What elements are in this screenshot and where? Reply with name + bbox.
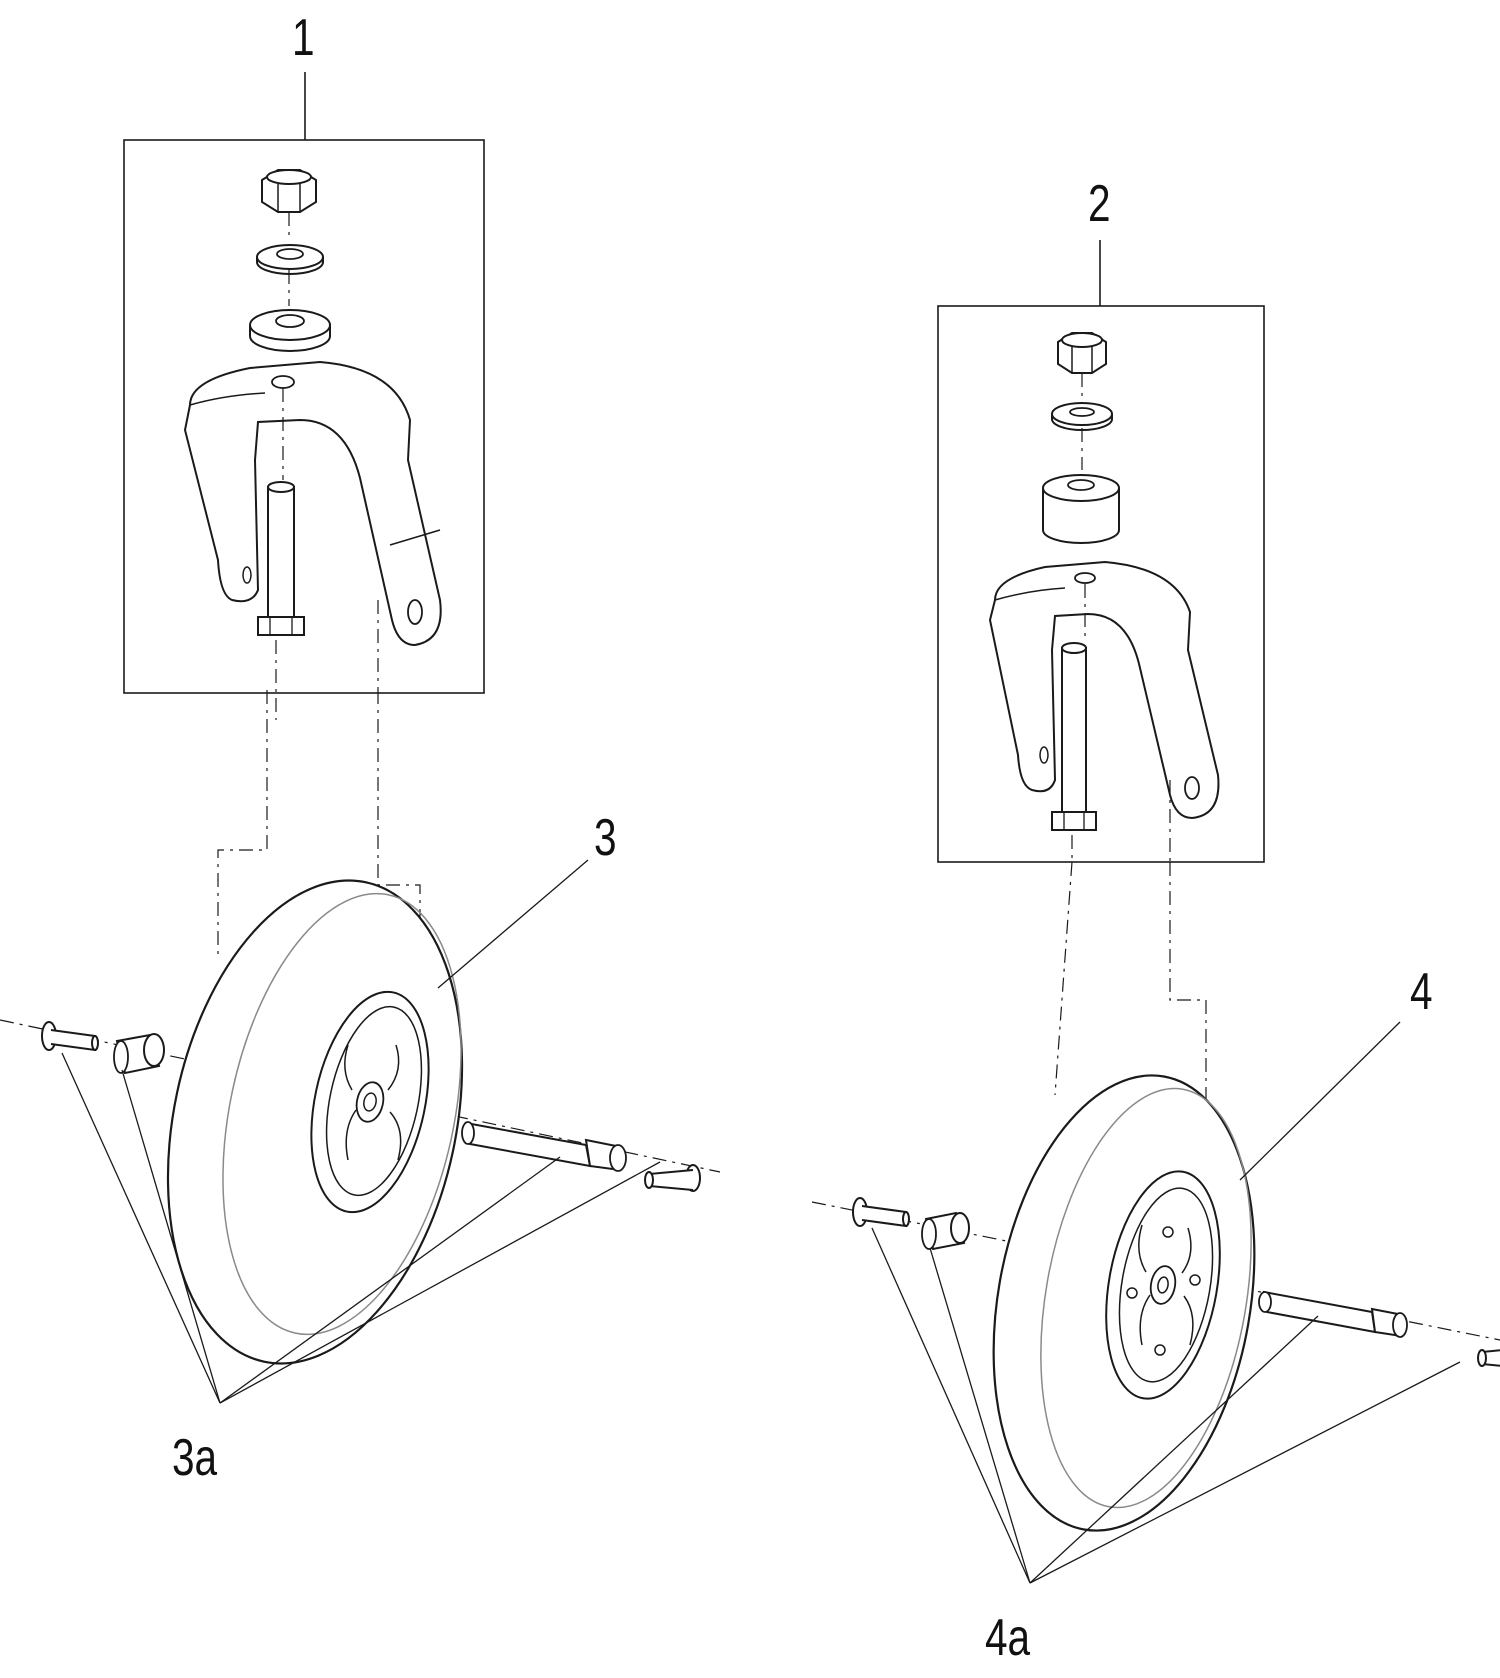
right-spacer-bushing: [1042, 474, 1120, 544]
left-caster-fork: [183, 360, 442, 647]
left-axle: [461, 1121, 627, 1172]
left-large-washer: [249, 309, 331, 352]
left-small-washer: [256, 244, 324, 275]
right-lock-nut: [1057, 332, 1107, 374]
left-spacer: [113, 1033, 165, 1075]
right-spacer: [921, 1211, 970, 1251]
callout-3: 3: [594, 809, 617, 867]
right-small-washer: [1051, 402, 1113, 431]
right-caster-fork: [988, 560, 1220, 820]
callout-3a: 3a: [172, 1429, 218, 1487]
left-screw-rear: [41, 1021, 99, 1051]
left-wheel-hardware: [41, 1021, 701, 1192]
callout-4a: 4a: [985, 1609, 1031, 1667]
callout-2: 2: [1088, 175, 1111, 233]
right-wheel: [992, 1074, 1256, 1532]
right-pivot-bolt: [1051, 642, 1097, 831]
right-leader-lines: [871, 1021, 1461, 1584]
left-fork-kit-box: [123, 72, 485, 694]
right-screw-rear: [852, 1197, 910, 1227]
right-wheel-hardware: [852, 1197, 1500, 1367]
left-pivot-bolt: [257, 481, 305, 636]
left-lock-nut: [261, 169, 317, 213]
right-fork-kit-box: [937, 240, 1265, 863]
left-wheel: [166, 879, 464, 1365]
callout-4: 4: [1410, 963, 1433, 1021]
right-axle: [1258, 1290, 1408, 1338]
left-screw-front: [644, 1164, 701, 1192]
left-leader-lines: [61, 859, 661, 1404]
callout-1: 1: [292, 9, 315, 67]
right-screw-front: [1477, 1349, 1500, 1367]
